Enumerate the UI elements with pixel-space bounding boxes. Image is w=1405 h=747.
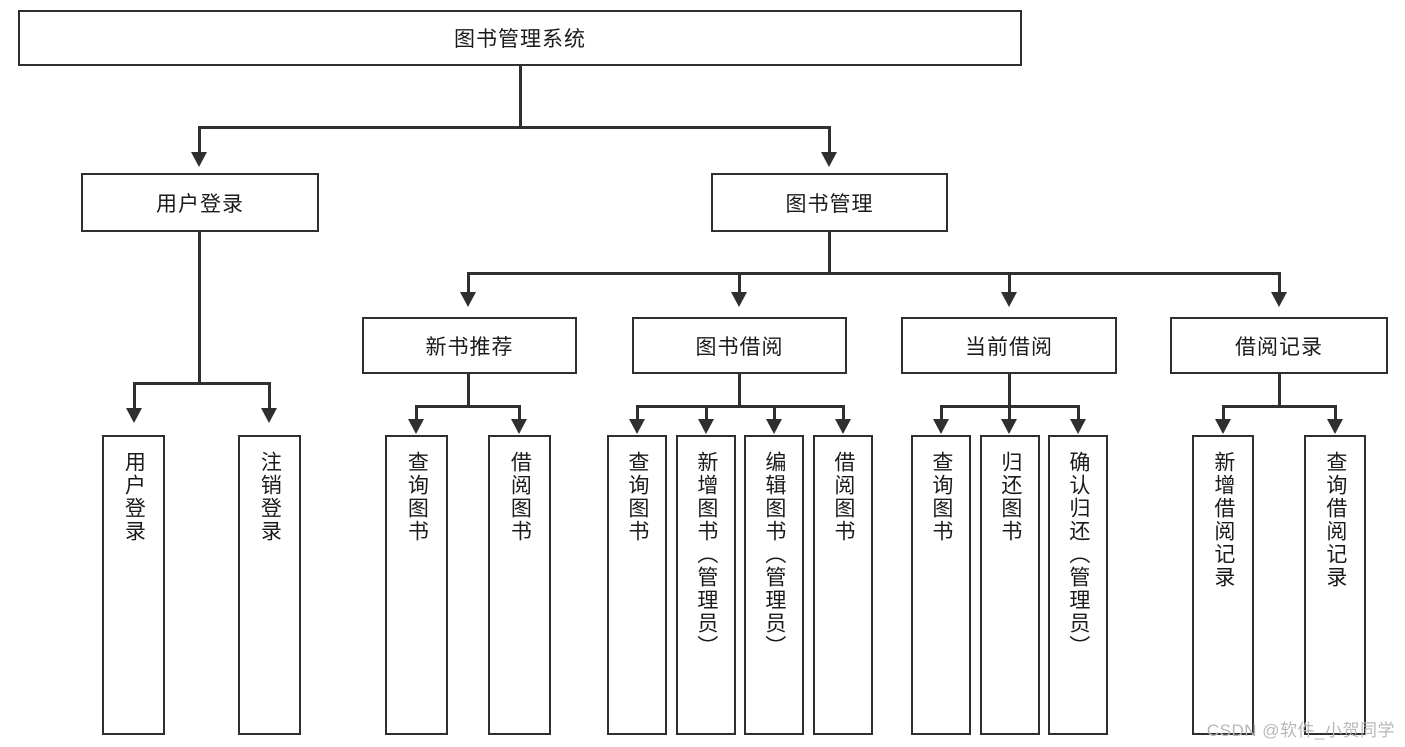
arrowhead-leaf-borrow-book-1 <box>511 419 527 434</box>
arrowhead-borrow-record <box>1271 292 1287 307</box>
arrowhead-leaf-user-login <box>126 408 142 423</box>
leaf-borrow-book-1[interactable]: 借阅图书 <box>488 435 551 735</box>
leaf-borrow-book-1-label: 借阅图书 <box>508 451 532 543</box>
leaf-borrow-book-2-label: 借阅图书 <box>831 451 855 543</box>
arrowhead-user-login <box>191 152 207 167</box>
leaf-edit-book-label: 编辑图书（管理员） <box>762 451 786 658</box>
arrowhead-new-book-rec <box>460 292 476 307</box>
arrowhead-leaf-query-book-2 <box>629 419 645 434</box>
leaf-return-book-label: 归还图书 <box>998 451 1022 543</box>
connector-cb-stem <box>1008 374 1011 407</box>
arrowhead-leaf-borrow-book-2 <box>835 419 851 434</box>
arrowhead-book-borrow <box>731 292 747 307</box>
leaf-query-book-2-label: 查询图书 <box>625 451 649 543</box>
connector-bb-stem <box>738 374 741 407</box>
connector-cb-drop-2 <box>1008 405 1011 421</box>
node-root-label: 图书管理系统 <box>454 28 586 51</box>
arrowhead-leaf-confirm-return <box>1070 419 1086 434</box>
connector-nbr-stem <box>467 374 470 407</box>
arrowhead-current-borrow <box>1001 292 1017 307</box>
connector-bb-bus <box>636 405 845 408</box>
arrowhead-leaf-edit-book <box>766 419 782 434</box>
connector-book-manage-bus <box>467 272 1281 275</box>
node-book-borrow[interactable]: 图书借阅 <box>632 317 847 374</box>
connector-bb-drop-2 <box>705 405 708 421</box>
connector-nbr-drop-1 <box>415 405 418 421</box>
node-borrow-record-label: 借阅记录 <box>1235 335 1323 359</box>
connector-book-manage-stem <box>828 232 831 274</box>
connector-user-login-stem <box>198 232 201 384</box>
arrowhead-book-manage <box>821 152 837 167</box>
node-book-borrow-label: 图书借阅 <box>695 335 784 359</box>
arrowhead-leaf-return-book <box>1001 419 1017 434</box>
connector-cb-drop-1 <box>940 405 943 421</box>
leaf-add-record[interactable]: 新增借阅记录 <box>1192 435 1254 735</box>
connector-nbr-drop-2 <box>518 405 521 421</box>
leaf-add-book-label: 新增图书（管理员） <box>694 451 718 658</box>
leaf-confirm-return[interactable]: 确认归还（管理员） <box>1048 435 1108 735</box>
leaf-confirm-return-label: 确认归还（管理员） <box>1066 451 1090 658</box>
connector-root-bus <box>198 126 831 129</box>
arrowhead-leaf-user-logout <box>261 408 277 423</box>
connector-bb-drop-4 <box>842 405 845 421</box>
connector-br-drop-2 <box>1334 405 1337 421</box>
leaf-query-record[interactable]: 查询借阅记录 <box>1304 435 1366 735</box>
connector-bm-drop-3 <box>1008 272 1011 294</box>
node-book-manage[interactable]: 图书管理 <box>711 173 948 232</box>
node-root[interactable]: 图书管理系统 <box>18 10 1022 66</box>
connector-user-login-bus <box>133 382 268 385</box>
node-borrow-record[interactable]: 借阅记录 <box>1170 317 1388 374</box>
watermark: CSDN @软件_小贺同学 <box>1206 721 1395 740</box>
connector-root-to-book-manage <box>828 126 831 154</box>
leaf-return-book[interactable]: 归还图书 <box>980 435 1040 735</box>
leaf-edit-book[interactable]: 编辑图书（管理员） <box>744 435 804 735</box>
node-current-borrow[interactable]: 当前借阅 <box>901 317 1117 374</box>
leaf-user-logout[interactable]: 注销登录 <box>238 435 301 735</box>
connector-br-stem <box>1278 374 1281 407</box>
node-new-book-rec-label: 新书推荐 <box>425 335 514 359</box>
connector-bm-drop-4 <box>1278 272 1281 294</box>
connector-nbr-bus <box>415 405 520 408</box>
connector-bb-drop-1 <box>636 405 639 421</box>
leaf-user-login-label: 用户登录 <box>122 451 146 543</box>
connector-user-login-drop-1 <box>133 382 136 410</box>
node-new-book-rec[interactable]: 新书推荐 <box>362 317 577 374</box>
leaf-borrow-book-2[interactable]: 借阅图书 <box>813 435 873 735</box>
leaf-query-book-1[interactable]: 查询图书 <box>385 435 448 735</box>
leaf-query-book-2[interactable]: 查询图书 <box>607 435 667 735</box>
leaf-query-record-label: 查询借阅记录 <box>1323 451 1347 589</box>
arrowhead-leaf-add-record <box>1215 419 1231 434</box>
node-book-manage-label: 图书管理 <box>785 192 874 216</box>
leaf-query-book-3-label: 查询图书 <box>929 451 953 543</box>
node-current-borrow-label: 当前借阅 <box>965 335 1053 359</box>
connector-cb-drop-3 <box>1077 405 1080 421</box>
leaf-add-record-label: 新增借阅记录 <box>1211 451 1235 589</box>
arrowhead-leaf-query-book-1 <box>408 419 424 434</box>
connector-root-stem <box>519 66 522 128</box>
leaf-user-login[interactable]: 用户登录 <box>102 435 165 735</box>
connector-br-bus <box>1222 405 1336 408</box>
connector-bb-drop-3 <box>773 405 776 421</box>
leaf-add-book[interactable]: 新增图书（管理员） <box>676 435 736 735</box>
leaf-query-book-1-label: 查询图书 <box>405 451 429 543</box>
connector-bm-drop-2 <box>738 272 741 294</box>
arrowhead-leaf-query-record <box>1327 419 1343 434</box>
connector-root-to-user-login <box>198 126 201 154</box>
connector-bm-drop-1 <box>467 272 470 294</box>
node-user-login[interactable]: 用户登录 <box>81 173 319 232</box>
arrowhead-leaf-add-book <box>698 419 714 434</box>
leaf-query-book-3[interactable]: 查询图书 <box>911 435 971 735</box>
arrowhead-leaf-query-book-3 <box>933 419 949 434</box>
leaf-user-logout-label: 注销登录 <box>258 451 282 543</box>
connector-user-login-drop-2 <box>268 382 271 410</box>
node-user-login-label: 用户登录 <box>156 192 244 216</box>
connector-br-drop-1 <box>1222 405 1225 421</box>
